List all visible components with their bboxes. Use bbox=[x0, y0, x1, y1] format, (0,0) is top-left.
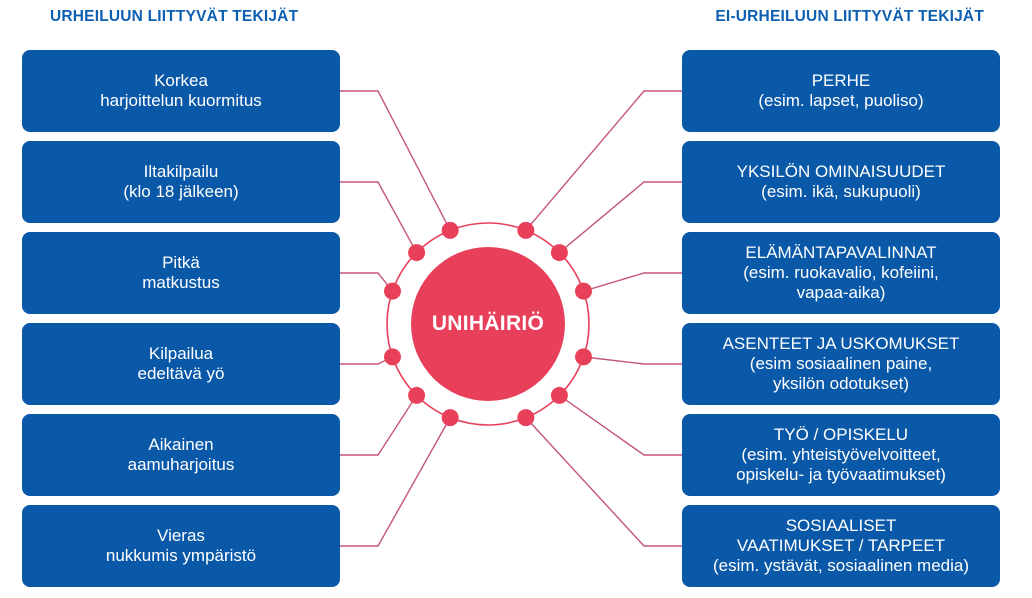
factor-line: YKSILÖN OMINAISUUDET bbox=[736, 162, 946, 181]
non-sport-factor-box: YKSILÖN OMINAISUUDET (esim. ikä, sukupuo… bbox=[682, 141, 1000, 223]
factor-line: ASENTEET JA USKOMUKSET bbox=[722, 334, 960, 353]
non-sport-factor-box: SOSIAALISET VAATIMUKSET / TARPEET (esim.… bbox=[682, 505, 1000, 587]
connector-line bbox=[340, 181, 418, 253]
factor-line: ELÄMÄNTAPAVALINNAT bbox=[745, 243, 937, 262]
ring-nodes bbox=[384, 221, 592, 427]
sport-factor-box: Aikainen aamuharjoitus bbox=[22, 414, 340, 496]
ring-node bbox=[550, 386, 568, 404]
sport-factor-box: Vieras nukkumis ympäristö bbox=[22, 505, 340, 587]
factor-line: harjoittelun kuormitus bbox=[100, 91, 262, 110]
ring-node bbox=[384, 282, 402, 300]
ring-node bbox=[550, 244, 568, 262]
factor-line: edeltävä yö bbox=[137, 364, 225, 383]
non-sport-factor-box: ELÄMÄNTAPAVALINNAT (esim. ruokavalio, ko… bbox=[682, 232, 1000, 314]
connector-line bbox=[558, 181, 682, 254]
connector-line bbox=[525, 417, 682, 547]
ring-node bbox=[441, 409, 459, 427]
connector-line bbox=[525, 90, 682, 231]
sport-factor-box: Pitkä matkustus bbox=[22, 232, 340, 314]
factor-line: vapaa-aika) bbox=[796, 283, 886, 302]
ring-node bbox=[384, 348, 402, 366]
factor-line: Kilpailua bbox=[148, 344, 214, 363]
sport-factor-box: Iltakilpailu (klo 18 jälkeen) bbox=[22, 141, 340, 223]
factor-line: (esim sosiaalinen paine, bbox=[749, 354, 933, 373]
center-circle bbox=[411, 247, 565, 401]
factor-line: Aikainen bbox=[148, 435, 214, 454]
factor-line: yksilön odotukset) bbox=[772, 374, 910, 393]
factor-line: Iltakilpailu bbox=[143, 162, 219, 181]
connector-line bbox=[583, 272, 682, 292]
sport-factor-box: Korkea harjoittelun kuormitus bbox=[22, 50, 340, 132]
ring-node bbox=[517, 221, 535, 239]
factor-line: (esim. ikä, sukupuoli) bbox=[761, 182, 921, 201]
non-sport-factor-box: PERHE (esim. lapset, puoliso) bbox=[682, 50, 1000, 132]
factor-line: (esim. ystävät, sosiaalinen media) bbox=[712, 556, 970, 575]
factor-line: (esim. lapset, puoliso) bbox=[758, 91, 924, 110]
connector-lines bbox=[340, 90, 682, 547]
factor-line: Pitkä bbox=[162, 253, 200, 272]
ring-node bbox=[408, 244, 426, 262]
factor-line: (esim. ruokavalio, kofeiini, bbox=[743, 263, 939, 282]
ring-node bbox=[574, 348, 592, 366]
non-sport-factor-box: ASENTEET JA USKOMUKSET (esim sosiaalinen… bbox=[682, 323, 1000, 405]
ring-node bbox=[574, 282, 592, 300]
ring-node bbox=[517, 409, 535, 427]
sport-factor-box: Kilpailua edeltävä yö bbox=[22, 323, 340, 405]
factor-line: (klo 18 jälkeen) bbox=[123, 182, 239, 201]
factor-line: Vieras bbox=[157, 526, 205, 545]
factor-line: SOSIAALISET bbox=[785, 516, 897, 535]
connector-line bbox=[340, 90, 451, 231]
factor-line: PERHE bbox=[811, 71, 871, 90]
ring-node bbox=[441, 221, 459, 239]
outer-ring bbox=[386, 222, 590, 426]
factor-line: aamuharjoitus bbox=[127, 455, 235, 474]
factor-line: matkustus bbox=[142, 273, 220, 292]
factor-line: VAATIMUKSET / TARPEET bbox=[736, 536, 946, 555]
factor-line: nukkumis ympäristö bbox=[105, 546, 257, 565]
center-label: UNIHÄIRIÖ bbox=[431, 312, 545, 335]
connector-line bbox=[340, 417, 451, 547]
left-column-heading: URHEILUUN LIITTYVÄT TEKIJÄT bbox=[50, 8, 299, 25]
ring-node bbox=[408, 386, 426, 404]
factor-line: Korkea bbox=[154, 71, 208, 90]
connector-line bbox=[583, 356, 682, 365]
factor-line: (esim. yhteistyövelvoitteet, bbox=[741, 445, 941, 464]
connector-line bbox=[340, 395, 418, 456]
right-column-heading: EI-URHEILUUN LIITTYVÄT TEKIJÄT bbox=[715, 8, 984, 25]
factor-line: opiskelu- ja työvaatimukset) bbox=[736, 465, 946, 484]
factor-line: TYÖ / OPISKELU bbox=[773, 425, 909, 444]
connector-line bbox=[559, 394, 682, 456]
non-sport-factor-box: TYÖ / OPISKELU (esim. yhteistyövelvoitte… bbox=[682, 414, 1000, 496]
